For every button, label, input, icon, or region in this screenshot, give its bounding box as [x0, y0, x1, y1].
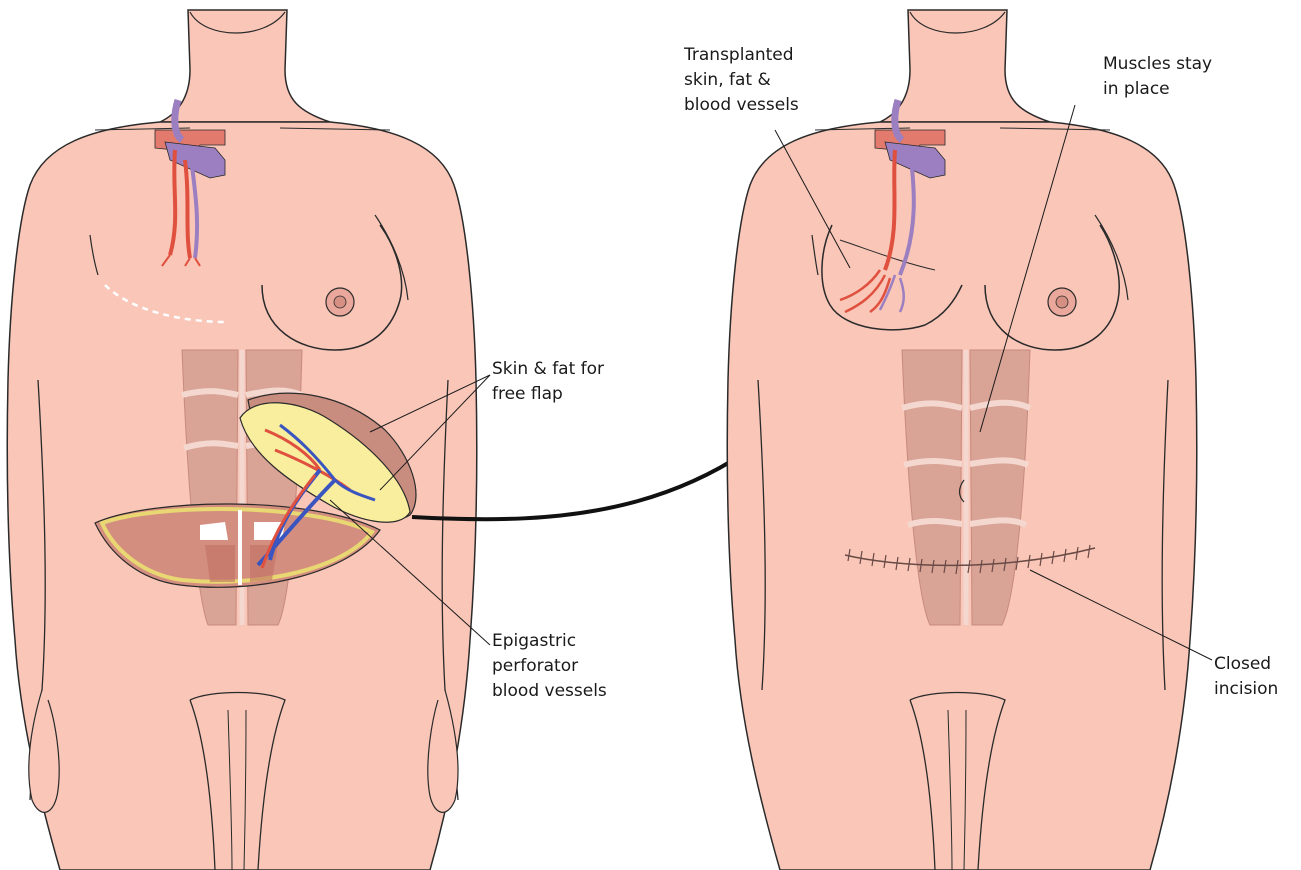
label-skin-fat-flap-line2: free flap [492, 384, 563, 404]
label-skin-fat-flap: Skin & fat for free flap [492, 359, 609, 404]
right-neck [880, 10, 1050, 122]
label-epigastric-vessels: Epigastric perforator blood vessels [492, 631, 607, 701]
left-neck [160, 10, 330, 122]
label-muscles-stay-line2: in place [1103, 79, 1170, 99]
right-torso-figure [727, 10, 1212, 870]
label-closed-incision-line2: incision [1214, 679, 1278, 699]
label-transplanted-line1: Transplanted [683, 45, 794, 65]
label-transplanted: Transplanted skin, fat & blood vessels [683, 45, 799, 115]
label-epigastric-line2: perforator [492, 656, 578, 676]
label-epigastric-line1: Epigastric [492, 631, 576, 651]
label-epigastric-line3: blood vessels [492, 681, 607, 701]
label-closed-incision: Closed incision [1214, 654, 1278, 699]
right-torso [727, 122, 1196, 870]
label-transplanted-line3: blood vessels [684, 95, 799, 115]
label-muscles-stay-line1: Muscles stay [1103, 54, 1212, 74]
label-muscles-stay: Muscles stay in place [1103, 54, 1218, 99]
label-closed-incision-line1: Closed [1214, 654, 1271, 674]
left-torso-figure [7, 10, 490, 870]
label-transplanted-line2: skin, fat & [684, 70, 771, 90]
right-rectus-muscles [902, 350, 1030, 625]
label-skin-fat-flap-line1: Skin & fat for [492, 359, 604, 379]
